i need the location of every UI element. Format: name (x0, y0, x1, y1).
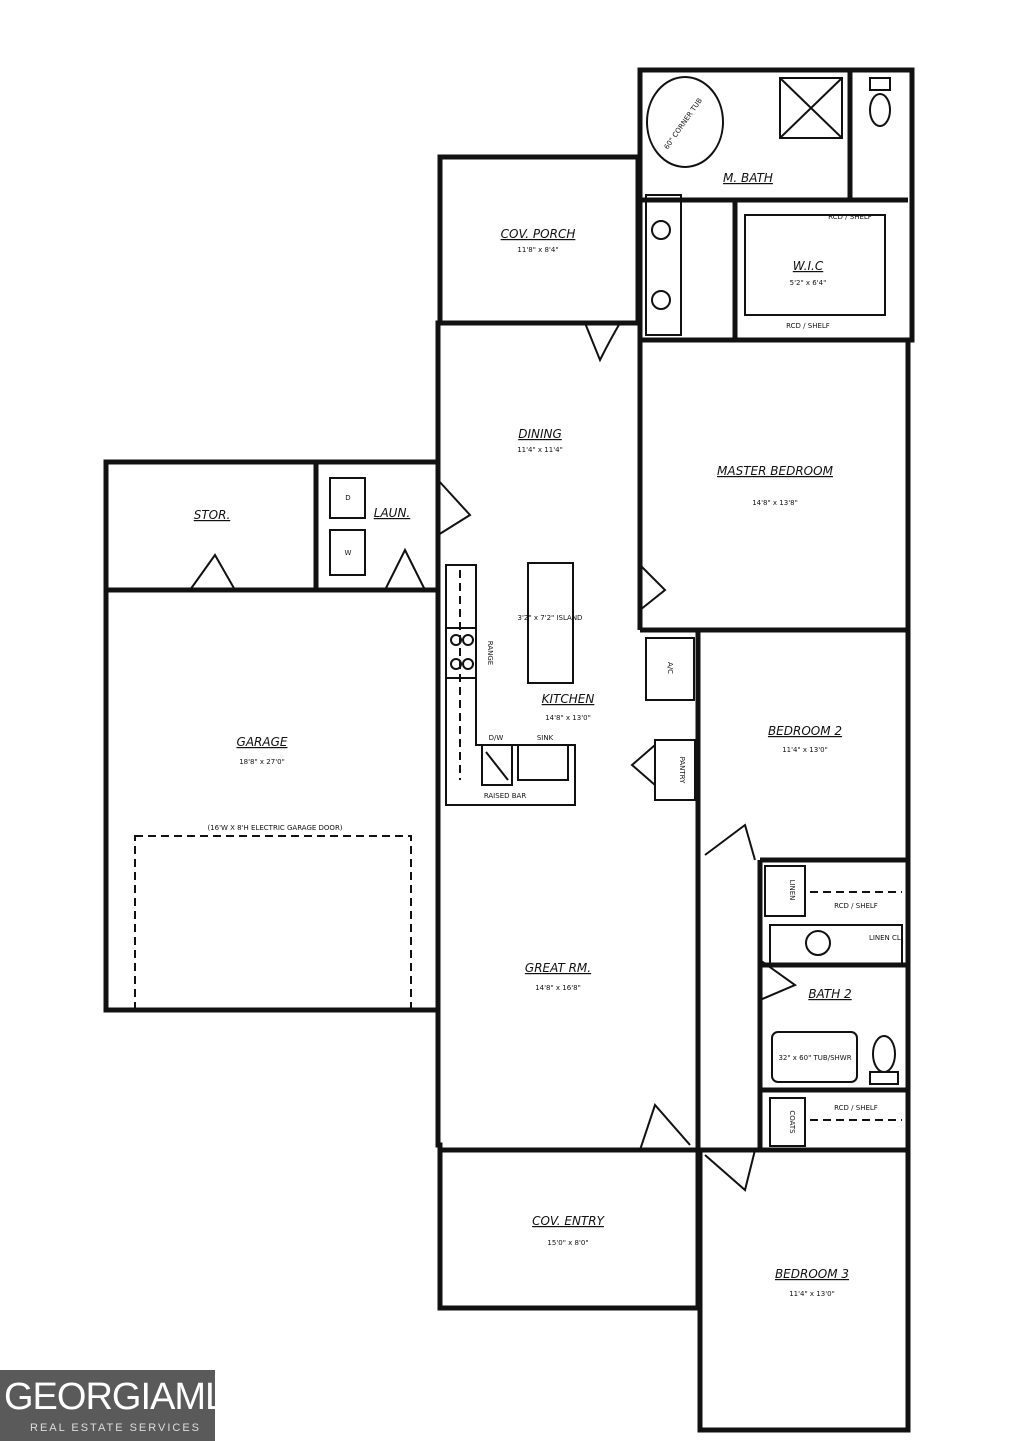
sink-label: SINK (537, 734, 554, 742)
ac-closet (645, 637, 695, 701)
cov-entry-label: COV. ENTRY (532, 1214, 606, 1228)
door-front (639, 1103, 691, 1151)
dryer (329, 477, 366, 519)
garage-dim: 18'8" x 27'0" (239, 758, 285, 766)
tub-shwr-label: 32" x 60" TUB/SHWR (778, 1054, 851, 1062)
master-bedroom-dim: 14'8" x 13'8" (752, 499, 798, 507)
hall-shelf-label: RCD / SHELF (834, 1104, 878, 1112)
washer-label: W (345, 549, 352, 557)
garage-door-label: (16'W X 8'H ELECTRIC GARAGE DOOR) (207, 824, 342, 832)
garage-label: GARAGE (237, 735, 288, 749)
fixtures (134, 76, 903, 1147)
raised-bar-label: RAISED BAR (484, 792, 527, 800)
door-storage (189, 553, 236, 591)
linen-cl-label: LINEN CL. (869, 934, 903, 942)
doors (189, 322, 798, 1192)
linen-closet (764, 865, 806, 917)
shower (779, 77, 843, 139)
door-bath2 (759, 959, 798, 1001)
laundry-label: LAUN. (374, 506, 410, 520)
mbath-toilet (869, 93, 891, 127)
wic-shelf (744, 214, 886, 316)
kitchen-island (527, 562, 574, 684)
coats-label: COATS (788, 1110, 796, 1134)
pantry (654, 739, 696, 801)
bath-shelf-label: RCD / SHELF (834, 902, 878, 910)
dishwasher (481, 744, 513, 786)
wic-shelf-label: RCD / SHELF (828, 213, 872, 221)
bedroom2-label: BEDROOM 2 (768, 724, 842, 738)
dining-label: DINING (518, 427, 562, 441)
master-bedroom-label: MASTER BEDROOM (717, 464, 834, 478)
dryer-label: D (345, 494, 350, 502)
kitchen-label: KITCHEN (542, 692, 595, 706)
door-laun-garage (384, 547, 426, 591)
kitchen-sink (517, 744, 569, 781)
bedroom3-label: BEDROOM 3 (775, 1267, 849, 1281)
logo-subtext: REAL ESTATE SERVICES (30, 1422, 202, 1434)
pantry-label: PANTRY (678, 757, 686, 784)
door-pantry (630, 744, 656, 786)
logo-text: GEORGIAMLS (4, 1376, 250, 1418)
tub-shower (771, 1031, 858, 1083)
ac-label: A/C (666, 662, 674, 674)
garage-door-outline (134, 835, 412, 1012)
corner-tub-label: 60" CORNER TUB (663, 97, 704, 151)
cov-porch-label: COV. PORCH (501, 227, 576, 241)
cov-porch-dim: 11'8" x 8'4" (517, 246, 558, 254)
storage-label: STOR. (194, 508, 231, 522)
door-laundry (437, 479, 472, 536)
washer (329, 529, 366, 576)
door-bed3 (704, 1149, 756, 1192)
door-bed2 (704, 823, 756, 861)
bedroom2-dim: 11'4" x 13'0" (782, 746, 828, 754)
bath2-label: BATH 2 (808, 987, 851, 1001)
cov-entry-dim: 15'0" x 8'0" (547, 1239, 588, 1247)
kitchen-counter (445, 564, 576, 806)
island-label: 3'2" x 7'2" ISLAND (518, 614, 583, 622)
great-room-label: GREAT RM. (525, 961, 591, 975)
great-room-dim: 14'8" x 16'8" (535, 984, 581, 992)
kitchen-dim: 14'8" x 13'0" (545, 714, 591, 722)
bath2-toilet (872, 1035, 896, 1073)
door-porch (584, 322, 621, 363)
vanity (645, 194, 682, 336)
wic-label: W.I.C (793, 259, 824, 273)
georgia-mls-logo: GEORGIAMLS REAL ESTATE SERVICES (0, 1370, 250, 1441)
range-label: RANGE (486, 641, 494, 665)
bedroom3-dim: 11'4" x 13'0" (789, 1290, 835, 1298)
bath2-vanity (769, 924, 903, 966)
dw-label: D/W (489, 734, 504, 742)
m-bath-label: M. BATH (723, 171, 773, 185)
interior-walls (106, 70, 908, 1153)
door-master (639, 564, 667, 611)
coats-closet (769, 1097, 806, 1147)
wic-dim: 5'2" x 6'4" (790, 279, 827, 287)
dining-dim: 11'4" x 11'4" (517, 446, 563, 454)
wic-shelf-label-2: RCD / SHELF (786, 322, 830, 330)
cov-entry-area (437, 1147, 701, 1311)
corner-tub (646, 76, 724, 168)
linen-label: LINEN (788, 880, 796, 901)
